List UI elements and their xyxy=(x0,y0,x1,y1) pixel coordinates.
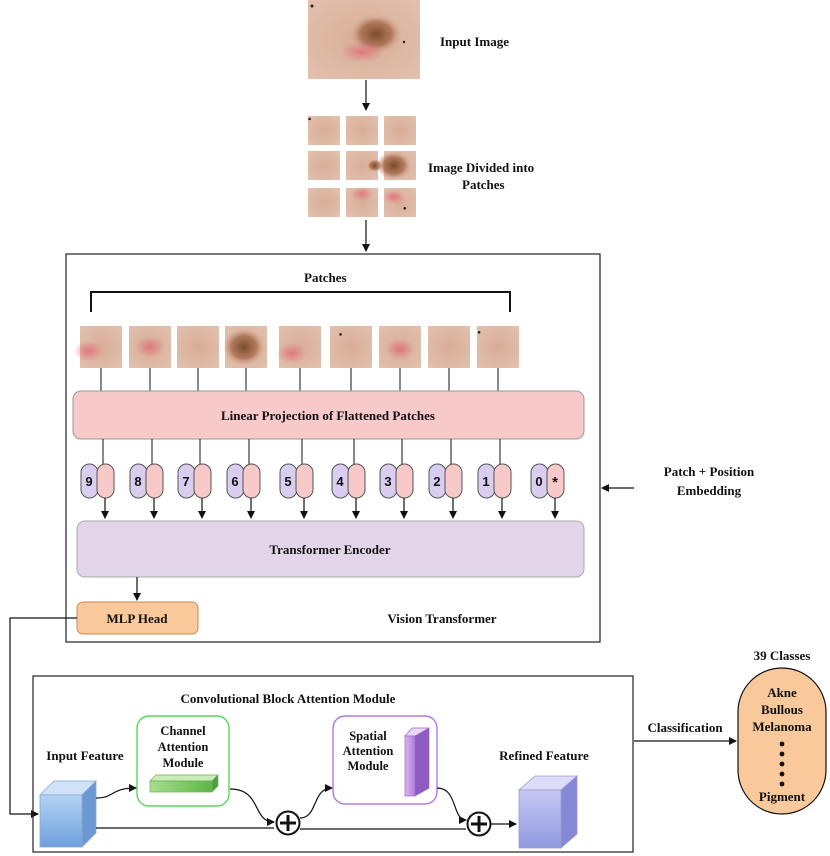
embedding-token-number: 1 xyxy=(482,474,489,489)
embedding-token-number: 9 xyxy=(85,474,92,489)
vit-patch-9 xyxy=(477,326,519,368)
vit-patch-4 xyxy=(222,326,267,368)
classification-label: Classification xyxy=(647,720,723,735)
transformer-encoder-label: Transformer Encoder xyxy=(269,542,390,557)
class-item-0: Akne xyxy=(767,685,797,700)
grid-patch-3 xyxy=(384,116,416,145)
arrow-plus1-to-spatial xyxy=(299,784,333,819)
embedding-label-line2: Embedding xyxy=(677,483,742,498)
embedding-token-number: 3 xyxy=(384,474,391,489)
class-item-2: Melanoma xyxy=(752,719,812,734)
arrow-channel-to-plus1 xyxy=(229,788,275,826)
spatial-attention-line1: Spatial xyxy=(349,729,387,743)
channel-attention-line1: Channel xyxy=(160,724,206,738)
embedding-token-number: 0 xyxy=(535,474,542,489)
vit-patch-7 xyxy=(379,326,421,368)
vit-patch-6 xyxy=(330,326,372,368)
embedding-token-5: 5 xyxy=(279,439,314,519)
embedding-token-4: 4 xyxy=(331,439,366,519)
vit-patch-5 xyxy=(276,326,321,368)
classes-title: 39 Classes xyxy=(754,648,811,663)
grid-patch-2 xyxy=(346,116,378,145)
linear-projection-box xyxy=(72,390,585,440)
spatial-attention-line3: Module xyxy=(348,759,389,773)
embedding-token-9: 9 xyxy=(80,439,115,519)
grid-patch-6 xyxy=(376,151,416,180)
patches-bracket xyxy=(90,291,511,312)
embedding-token-8: 8 xyxy=(129,439,164,519)
vit-patch-3 xyxy=(177,326,219,368)
vit-patch-1 xyxy=(73,326,122,368)
grid-patch-8 xyxy=(346,186,378,217)
embedding-token-2: 2 xyxy=(428,439,463,519)
transformer-encoder-box xyxy=(76,520,585,578)
channel-attention-line2: Attention xyxy=(158,740,209,754)
cbam-title: Convolutional Block Attention Module xyxy=(181,691,396,706)
channel-attention-bar-icon xyxy=(149,774,219,793)
vision-transformer-title: Vision Transformer xyxy=(387,611,496,626)
input-image xyxy=(308,0,420,79)
embedding-token-number: 8 xyxy=(134,474,141,489)
embedding-token-3: 3 xyxy=(379,439,414,519)
spatial-attention-line2: Attention xyxy=(343,744,394,758)
class-token-star: * xyxy=(552,474,558,491)
arrow-mlp-to-cbam xyxy=(9,617,77,818)
patch-grid xyxy=(308,116,416,217)
linear-projection-label: Linear Projection of Flattened Patches xyxy=(221,408,435,423)
input-feature-label: Input Feature xyxy=(46,748,124,763)
mlp-head-label: MLP Head xyxy=(106,611,168,626)
vit-patch-row xyxy=(73,326,519,391)
channel-attention-line3: Module xyxy=(163,756,204,770)
vision-transformer-box xyxy=(65,253,601,643)
input-feature-cube xyxy=(39,780,97,848)
vit-patch-8 xyxy=(428,326,470,368)
input-image-label: Input Image xyxy=(440,34,509,49)
embedding-token-number: 4 xyxy=(336,474,344,489)
embedding-token-7: 7 xyxy=(177,439,212,519)
embedding-token-number: 5 xyxy=(284,474,291,489)
spatial-attention-bar-icon xyxy=(404,727,430,797)
embedding-token-0: 0* xyxy=(530,463,565,519)
patch-grid-label-line1: Image Divided into xyxy=(428,160,534,175)
refined-feature-cube xyxy=(517,775,579,849)
multiply-node-2 xyxy=(466,811,492,837)
cbam-box xyxy=(32,675,634,853)
embedding-token-number: 6 xyxy=(231,474,238,489)
grid-patch-1 xyxy=(308,116,340,145)
classes-capsule xyxy=(737,667,827,815)
grid-patch-7 xyxy=(308,188,340,217)
arrow-spatial-to-plus2 xyxy=(436,787,467,824)
patch-grid-label-line2: Patches xyxy=(462,177,505,192)
embedding-token-number: 7 xyxy=(182,474,189,489)
class-item-last: Pigment xyxy=(759,789,806,804)
embedding-token-6: 6 xyxy=(226,439,261,519)
embedding-label-line1: Patch + Position xyxy=(664,464,755,479)
multiply-node-1 xyxy=(275,810,301,836)
refined-feature-label: Refined Feature xyxy=(499,748,589,763)
class-item-1: Bullous xyxy=(761,702,803,717)
vit-patch-2 xyxy=(129,326,171,368)
grid-patch-9 xyxy=(382,188,416,217)
patches-label: Patches xyxy=(304,270,347,285)
embedding-token-number: 2 xyxy=(433,474,440,489)
ellipsis-dots xyxy=(779,741,785,787)
grid-patch-4 xyxy=(308,151,340,180)
embedding-token-1: 1 xyxy=(477,439,512,519)
arrow-input-to-channel xyxy=(95,784,137,799)
